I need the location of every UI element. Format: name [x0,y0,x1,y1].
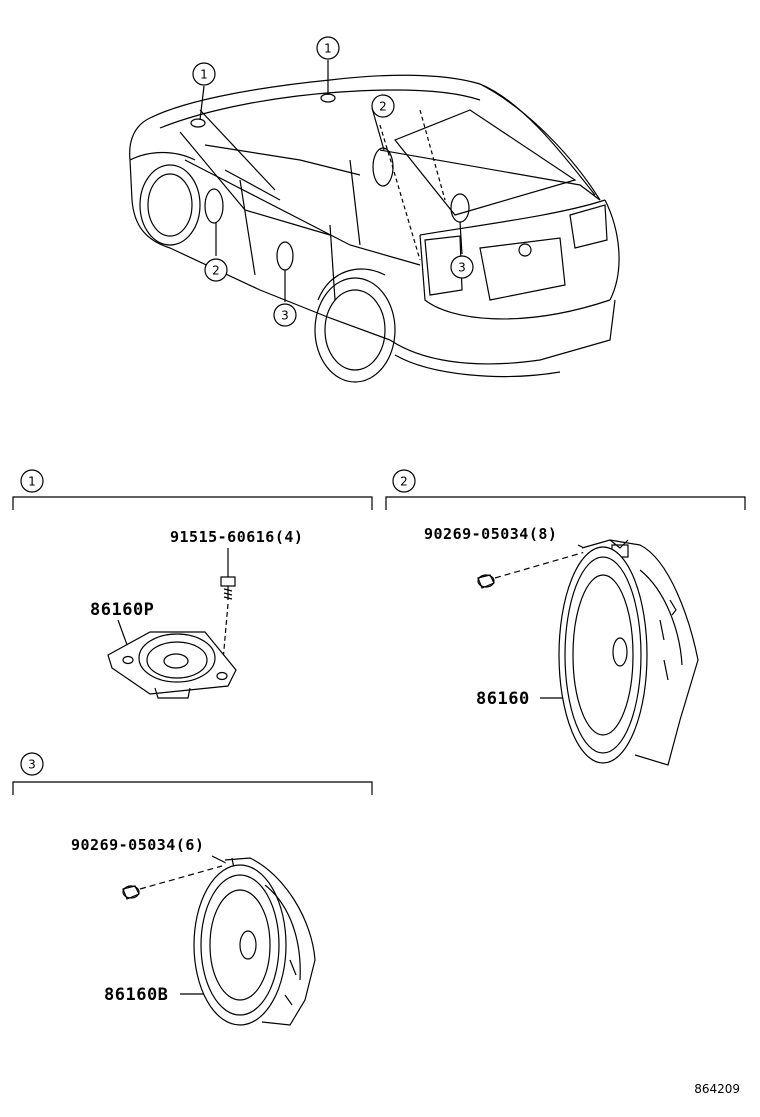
overview-callout-2a-label: 2 [379,100,387,114]
section-2-number: 2 [400,475,408,489]
part-90269-05034-8-label: 90269-05034(8) [424,525,557,543]
section-1-number: 1 [28,475,36,489]
tweeter-speaker-icon [107,631,237,699]
overview-callout-2b: 2 [204,258,228,282]
clip-icon [477,574,495,589]
overview-callout-2a: 2 [371,94,395,118]
door-speaker-icon [558,539,699,766]
overview-callout-3a-label: 3 [281,309,289,323]
part-91515-60616-label: 91515-60616(4) [170,528,303,546]
section-1-bracket [12,496,373,510]
section-2-bracket [385,496,746,510]
car-overview-drawing [129,74,620,383]
clip-icon [122,885,140,900]
overview-callout-1b: 1 [316,36,340,60]
illustration-id: 864209 [694,1082,740,1096]
overview-callout-1a: 1 [192,62,216,86]
overview-callout-3a: 3 [273,303,297,327]
screw-icon [220,576,236,600]
overview-callout-3b-label: 3 [458,261,466,275]
rear-speaker-icon [193,857,316,1026]
part-86160b-label: 86160B [104,985,168,1005]
overview-callout-3b: 3 [450,255,474,279]
part-86160-label: 86160 [476,689,530,709]
overview-callout-2b-label: 2 [212,264,220,278]
section-3-number: 3 [28,758,36,772]
section-3-bracket [12,781,373,795]
overview-callout-1a-label: 1 [200,68,208,82]
part-90269-05034-6-label: 90269-05034(6) [71,836,204,854]
section-1: 1 91515-60616(4) 86160P [12,469,373,699]
overview-callout-1b-label: 1 [324,42,332,56]
section-3: 3 90269-05034(6) 86160B [12,752,373,1026]
section-2: 2 90269-05034(8) 86160 [385,469,746,766]
overview-callout-leaders [199,60,463,302]
part-86160p-label: 86160P [90,600,154,620]
